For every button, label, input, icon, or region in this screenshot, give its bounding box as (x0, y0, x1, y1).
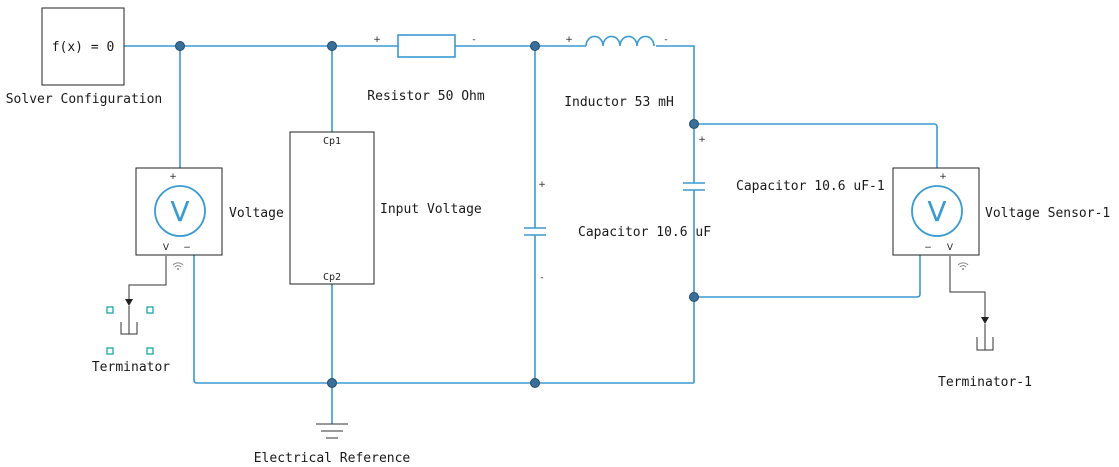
solver-label: Solver Configuration (6, 92, 163, 107)
resistor-symbol[interactable] (397, 34, 456, 58)
arrow-icon (981, 317, 989, 324)
resistor-plus: + (373, 35, 381, 45)
input-voltage-block[interactable]: Cp1 Cp2 Input Voltage (289, 131, 482, 285)
signal-line[interactable] (949, 256, 986, 318)
port-cp2: Cp2 (323, 272, 341, 283)
capacitor-label: Capacitor 10.6 uF (578, 225, 711, 240)
capacitor-1-label: Capacitor 10.6 uF-1 (736, 179, 885, 194)
signal-icon (957, 262, 969, 270)
signal-line[interactable] (128, 256, 167, 300)
inductor-plus: + (565, 35, 573, 45)
terminator-label: Terminator (92, 360, 170, 375)
solver-box[interactable] (41, 7, 125, 86)
resistor-block[interactable]: + - Resistor 50 Ohm (367, 34, 485, 104)
terminator-1-label: Terminator-1 (938, 375, 1032, 390)
resistor-label: Resistor 50 Ohm (367, 89, 485, 104)
voltmeter-icon (911, 185, 963, 237)
terminator-1-block[interactable]: Terminator-1 (938, 324, 1032, 390)
junction-node[interactable] (327, 41, 337, 51)
voltage-sensor-minus: − (183, 243, 191, 253)
arrow-icon (125, 299, 133, 306)
voltage-sensor-out: V (163, 243, 170, 253)
inductor-label: Inductor 53 mH (564, 95, 674, 110)
selection-handle[interactable] (146, 347, 154, 355)
voltage-sensor-1-label: Voltage Sensor-1 (985, 206, 1110, 221)
terminator-1-symbol[interactable] (976, 324, 994, 351)
selection-handle[interactable] (106, 306, 114, 314)
junction-node[interactable] (530, 41, 540, 51)
wires (124, 45, 938, 424)
solver-configuration-block[interactable]: f(x) = 0 Solver Configuration (6, 7, 163, 107)
electrical-reference-label: Electrical Reference (254, 451, 411, 466)
junction-node[interactable] (689, 119, 699, 129)
signal-icon (172, 262, 184, 270)
wire-vs1-minus[interactable] (694, 255, 921, 298)
capacitor-1-block[interactable]: + Capacitor 10.6 uF-1 (683, 135, 885, 194)
capacitor-1-plus: + (698, 135, 706, 145)
voltage-sensor-block[interactable]: V + V − Voltage Sensor (135, 167, 339, 270)
inductor-minus: - (664, 35, 667, 45)
inductor-block[interactable]: + - Inductor 53 mH (564, 35, 674, 110)
voltage-sensor-plus: + (169, 172, 177, 182)
selection-handle[interactable] (106, 347, 114, 355)
wire-inductor-right[interactable] (656, 45, 695, 124)
terminator-symbol[interactable] (120, 306, 138, 335)
junction-node[interactable] (530, 378, 540, 388)
input-voltage-label: Input Voltage (380, 202, 482, 217)
junction-node[interactable] (175, 41, 185, 51)
capacitor-block[interactable]: + - Capacitor 10.6 uF (524, 180, 711, 283)
junction-node[interactable] (327, 378, 337, 388)
port-cp1: Cp1 (323, 136, 341, 147)
wire-vs1-plus[interactable] (694, 123, 938, 168)
voltage-sensor-1-minus: − (924, 243, 932, 253)
solver-expression: f(x) = 0 (52, 40, 115, 55)
wire-vs-minus[interactable] (193, 255, 694, 384)
capacitor-plus: + (538, 180, 546, 190)
voltmeter-icon (154, 185, 206, 237)
voltmeter-glyph: V (170, 195, 189, 228)
inductor-coil[interactable] (585, 35, 655, 47)
voltage-sensor-1-plus: + (939, 172, 947, 182)
ground-icon[interactable] (316, 423, 348, 439)
junction-node[interactable] (689, 292, 699, 302)
resistor-minus: - (472, 35, 475, 45)
voltage-sensor-1-out: V (947, 243, 954, 253)
voltmeter-glyph: V (927, 195, 946, 228)
capacitor-minus: - (540, 273, 543, 283)
input-voltage-box[interactable] (289, 131, 375, 285)
electrical-reference-block[interactable]: Electrical Reference (254, 423, 411, 466)
terminator-block[interactable]: Terminator (92, 306, 170, 375)
selection-handle[interactable] (146, 306, 154, 314)
junctions (175, 41, 699, 388)
voltage-sensor-1-block[interactable]: V + − V Voltage Sensor-1 (892, 167, 1110, 270)
